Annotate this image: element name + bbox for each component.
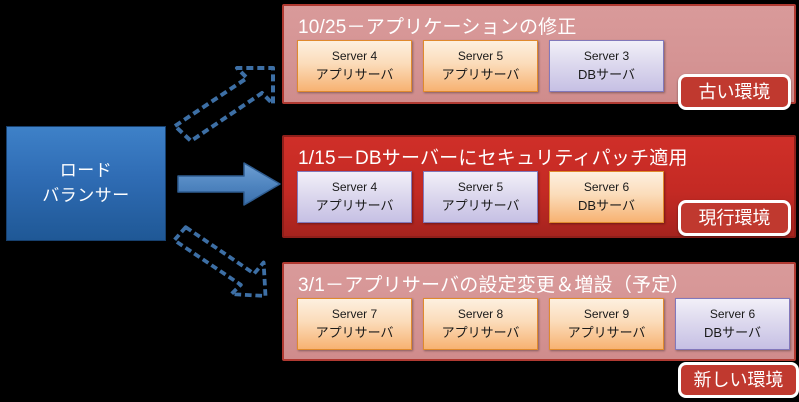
server-role: アプリサーバ bbox=[441, 198, 520, 214]
server-box: Server 3 DBサーバ bbox=[549, 40, 664, 92]
server-name: Server 4 bbox=[331, 49, 378, 64]
server-box: Server 5 アプリサーバ bbox=[423, 171, 538, 223]
status-badge-old: 古い環境 bbox=[678, 74, 791, 110]
server-role: DBサーバ bbox=[578, 67, 635, 83]
arrow-to-new-environment-icon bbox=[172, 225, 268, 298]
arrow-to-old-environment-icon bbox=[173, 66, 275, 143]
environment-panel-old: 10/25－アプリケーションの修正 Server 4 アプリサーバ Server… bbox=[282, 4, 796, 104]
load-balancer-label-line1: ロード bbox=[59, 160, 113, 180]
server-name: Server 7 bbox=[331, 307, 378, 322]
server-box: Server 7 アプリサーバ bbox=[297, 298, 412, 350]
load-balancer-box: ロード バランサー bbox=[6, 126, 166, 241]
server-name: Server 3 bbox=[583, 49, 630, 64]
server-role: DBサーバ bbox=[704, 325, 761, 341]
server-name: Server 6 bbox=[583, 180, 630, 195]
panel-title-new: 3/1－アプリサーバの設定変更＆増設（予定） bbox=[298, 275, 690, 296]
panel-title-current: 1/15－DBサーバーにセキュリティパッチ適用 bbox=[298, 148, 688, 169]
server-role: アプリサーバ bbox=[441, 325, 520, 341]
server-role: アプリサーバ bbox=[315, 67, 394, 83]
server-role: アプリサーバ bbox=[315, 198, 394, 214]
server-box: Server 5 アプリサーバ bbox=[423, 40, 538, 92]
server-row-old: Server 4 アプリサーバ Server 5 アプリサーバ Server 3… bbox=[297, 40, 664, 92]
server-row-current: Server 4 アプリサーバ Server 5 アプリサーバ Server 6… bbox=[297, 171, 664, 223]
server-name: Server 4 bbox=[331, 180, 378, 195]
status-badge-new: 新しい環境 bbox=[678, 362, 799, 398]
server-row-new: Server 7 アプリサーバ Server 8 アプリサーバ Server 9… bbox=[297, 298, 790, 350]
server-role: アプリサーバ bbox=[441, 67, 520, 83]
server-role: DBサーバ bbox=[578, 198, 635, 214]
server-role: アプリサーバ bbox=[567, 325, 646, 341]
status-badge-current: 現行環境 bbox=[678, 200, 791, 236]
server-name: Server 6 bbox=[709, 307, 756, 322]
load-balancer-label-line2: バランサー bbox=[42, 185, 130, 205]
server-name: Server 8 bbox=[457, 307, 504, 322]
server-box: Server 4 アプリサーバ bbox=[297, 171, 412, 223]
server-box: Server 6 DBサーバ bbox=[549, 171, 664, 223]
server-box: Server 6 DBサーバ bbox=[675, 298, 790, 350]
arrow-to-current-environment-icon bbox=[177, 162, 281, 206]
server-name: Server 5 bbox=[457, 180, 504, 195]
server-name: Server 5 bbox=[457, 49, 504, 64]
environment-panel-new: 3/1－アプリサーバの設定変更＆増設（予定） Server 7 アプリサーバ S… bbox=[282, 262, 796, 361]
panel-title-old: 10/25－アプリケーションの修正 bbox=[298, 17, 577, 38]
server-box: Server 8 アプリサーバ bbox=[423, 298, 538, 350]
server-name: Server 9 bbox=[583, 307, 630, 322]
server-box: Server 4 アプリサーバ bbox=[297, 40, 412, 92]
environment-panel-current: 1/15－DBサーバーにセキュリティパッチ適用 Server 4 アプリサーバ … bbox=[282, 135, 796, 238]
server-role: アプリサーバ bbox=[315, 325, 394, 341]
server-box: Server 9 アプリサーバ bbox=[549, 298, 664, 350]
